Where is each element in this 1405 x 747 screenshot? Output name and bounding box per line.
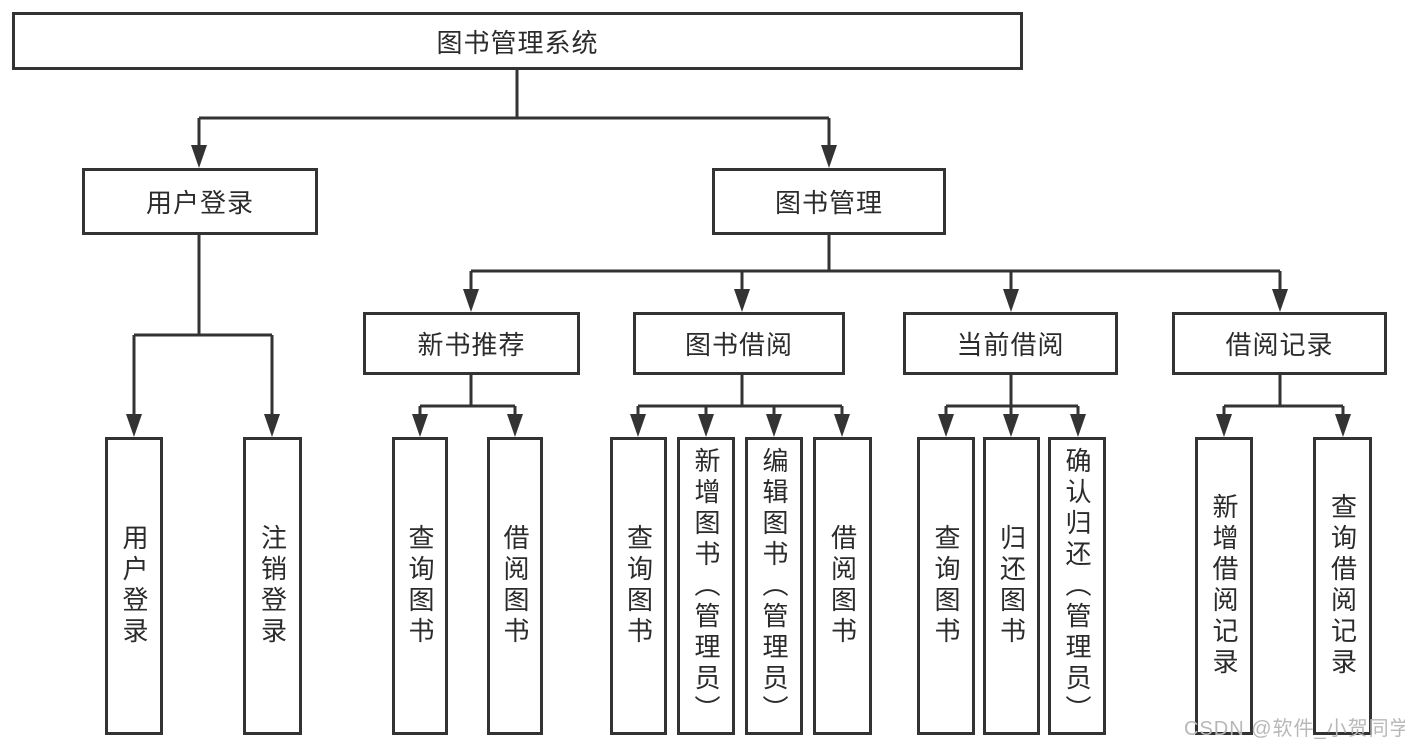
node-book-management: 图书管理 (712, 168, 946, 235)
leaf-query-book-recommend: 查询图书 (392, 437, 448, 735)
connector-shafts (132, 70, 1345, 420)
node-new-book-recommendation: 新书推荐 (363, 312, 580, 375)
node-label: 新增借阅记录 (1209, 493, 1239, 679)
leaf-edit-book-admin: 编辑图书（管理员） (745, 437, 803, 735)
node-label: 归还图书 (996, 524, 1027, 648)
arrowheads (126, 145, 1351, 437)
node-label: 查询图书 (931, 524, 961, 648)
leaf-logout: 注销登录 (243, 437, 302, 735)
node-borrowing-records: 借阅记录 (1172, 312, 1387, 375)
node-label: 注销登录 (257, 524, 288, 648)
node-label: 新书推荐 (417, 330, 526, 360)
node-label: 借阅记录 (1225, 330, 1334, 360)
node-book-borrowing: 图书借阅 (633, 312, 845, 375)
node-label: 确认归还（管理员） (1062, 446, 1092, 726)
node-user-login: 用户登录 (82, 168, 318, 235)
node-label: 图书管理系统 (436, 27, 599, 58)
leaf-add-book-admin: 新增图书（管理员） (677, 437, 735, 735)
leaf-user-login: 用户登录 (105, 437, 163, 735)
node-current-borrowing: 当前借阅 (903, 312, 1118, 375)
leaf-borrow-book: 借阅图书 (813, 437, 872, 735)
node-label: 查询图书 (623, 524, 654, 648)
csdn-watermark: CSDN @软件_小贺同学 (1184, 718, 1405, 740)
node-label: 当前借阅 (956, 330, 1065, 360)
node-label: 查询借阅记录 (1327, 493, 1358, 679)
node-label: 图书借阅 (684, 330, 793, 360)
node-label: 借阅图书 (500, 524, 530, 648)
node-label: 查询图书 (405, 524, 435, 648)
node-label: 用户登录 (119, 524, 149, 648)
leaf-return-book: 归还图书 (983, 437, 1040, 735)
node-label: 新增图书（管理员） (691, 446, 721, 726)
node-label: 图书管理 (774, 188, 883, 218)
leaf-add-borrow-record: 新增借阅记录 (1195, 437, 1253, 735)
node-label: 编辑图书（管理员） (759, 446, 789, 726)
leaf-borrow-book-recommend: 借阅图书 (487, 437, 543, 735)
node-label: 用户登录 (145, 188, 254, 218)
leaf-query-book-borrowing: 查询图书 (610, 437, 667, 735)
leaf-query-borrow-record: 查询借阅记录 (1313, 437, 1372, 735)
node-root-system: 图书管理系统 (12, 12, 1023, 70)
leaf-confirm-return-admin: 确认归还（管理员） (1048, 437, 1106, 735)
leaf-query-book-current: 查询图书 (917, 437, 975, 735)
node-label: 借阅图书 (827, 524, 858, 648)
